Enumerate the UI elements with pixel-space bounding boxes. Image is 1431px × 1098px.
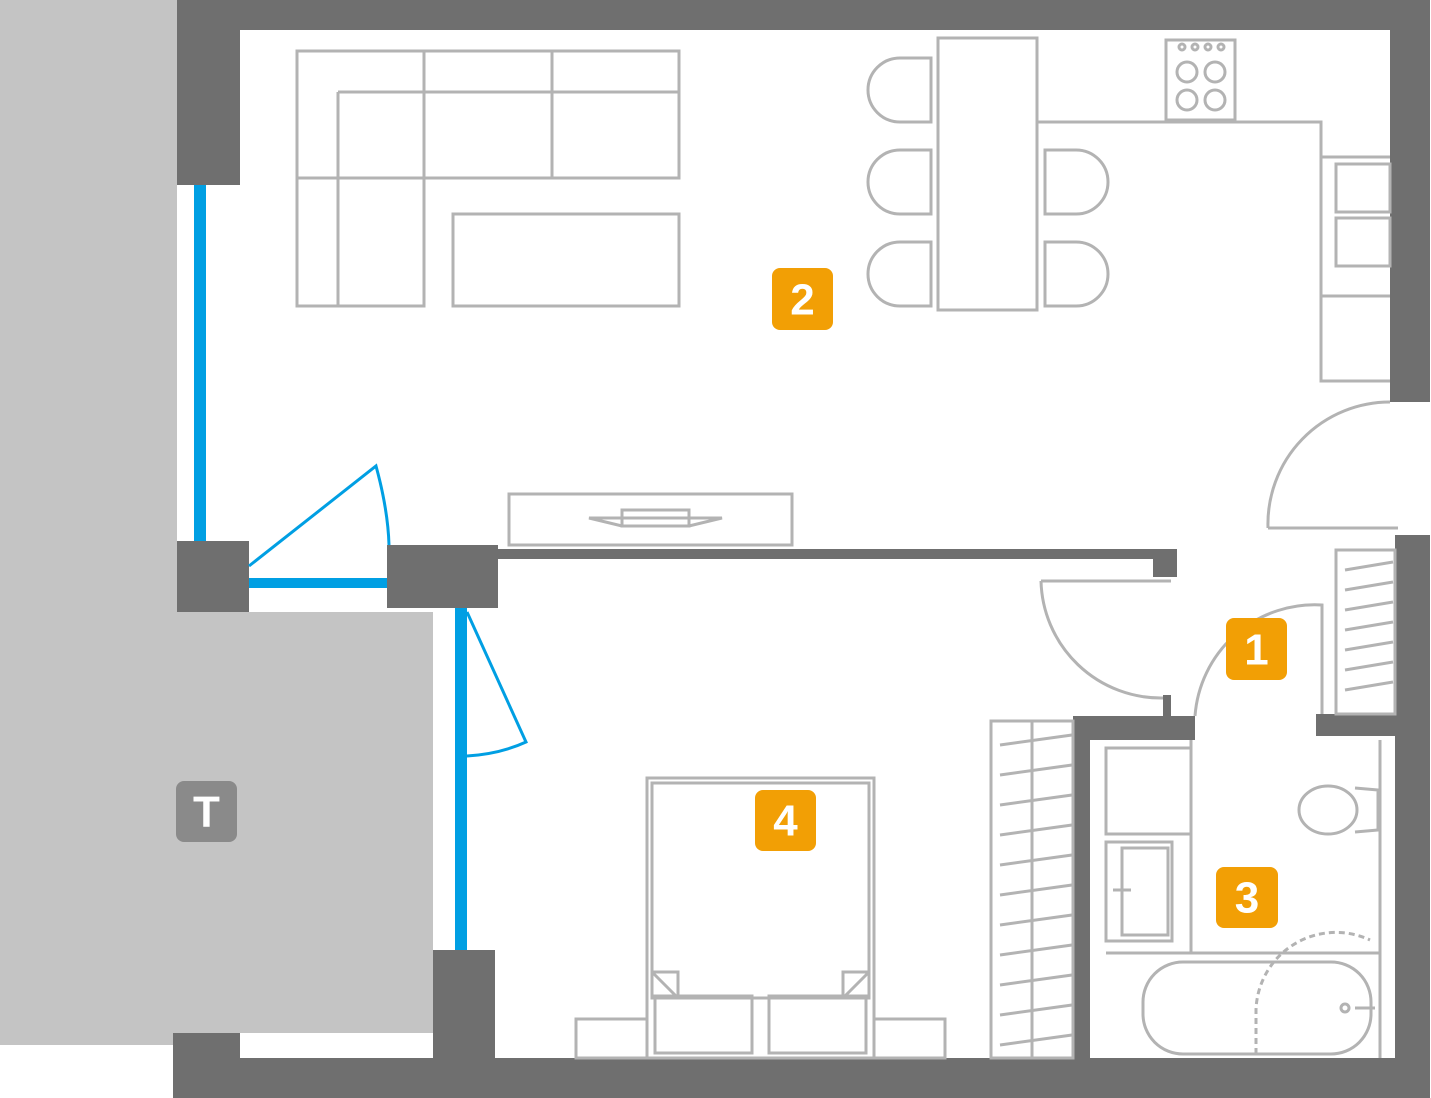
entrance-door[interactable] [1266, 400, 1398, 530]
windows [194, 185, 467, 950]
balcony-door-living[interactable] [248, 463, 391, 568]
terrace-area [0, 0, 433, 1045]
room-number: 3 [1235, 874, 1259, 923]
room-badge-4: 4 [755, 790, 816, 851]
bedroom-door[interactable] [1039, 579, 1171, 700]
room-number: 4 [773, 797, 798, 846]
terrace-label: T [193, 788, 220, 837]
nightstand-right [872, 1017, 947, 1060]
coffee-table [451, 212, 681, 308]
walls [173, 0, 1430, 1098]
room-number: 1 [1244, 626, 1268, 675]
room-badge-1: 1 [1226, 618, 1287, 680]
dining-chairs [866, 56, 1110, 308]
room-badge-3: 3 [1216, 867, 1278, 928]
room-badge-2: 2 [772, 268, 833, 330]
tv-stand [507, 492, 794, 547]
dining-table [936, 36, 1039, 312]
kitchen-counter [1037, 120, 1392, 383]
sofa [295, 49, 681, 308]
stove-icon [1164, 38, 1237, 122]
sink [1104, 840, 1174, 943]
room-number: 2 [790, 276, 814, 325]
terrace-badge: T [176, 781, 237, 842]
hall-wardrobe [1334, 548, 1397, 716]
toilet [1297, 784, 1380, 836]
nightstand-left [574, 1017, 649, 1060]
bed [645, 776, 876, 1060]
bathtub [1141, 930, 1375, 1056]
bedroom-wardrobe [989, 719, 1075, 1060]
balcony-door-bedroom[interactable] [465, 611, 528, 758]
washing-machine [1104, 746, 1193, 836]
